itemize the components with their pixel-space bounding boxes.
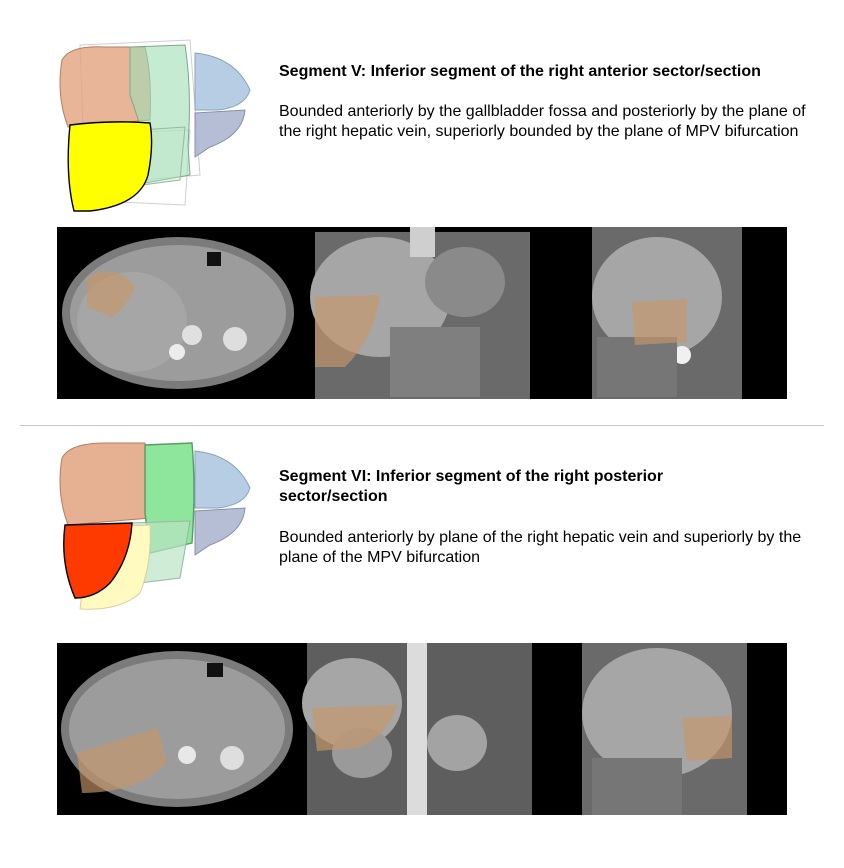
segment-vi-section: Segment VI: Inferior segment of the righ… (0, 430, 844, 868)
segment-v-description: Bounded anteriorly by the gallbladder fo… (279, 103, 806, 140)
segment-v-axial-ct (62, 237, 294, 389)
segment-v-ct-images (57, 227, 787, 399)
segment-vi-ct-images (57, 643, 787, 815)
segment-v-section: Segment V: Inferior segment of the right… (0, 0, 844, 420)
segment-7-shape (59, 442, 151, 526)
segment-vi-axial-ct (61, 651, 293, 807)
segment-v-liver-diagram (59, 39, 251, 212)
segment-vi-description: Bounded anteriorly by plane of the right… (279, 529, 802, 566)
segment-vi-coronal-overlay (312, 705, 397, 751)
segment-v-sagittal-overlay (632, 299, 687, 345)
segment-2-shape (194, 52, 251, 111)
segment-v-sagittal-ct (592, 227, 742, 399)
segment-vi-title: Segment VI: Inferior segment of the righ… (279, 468, 664, 505)
segment-3-shape (194, 507, 246, 556)
section-divider (20, 425, 824, 426)
segment-2-shape (194, 450, 251, 509)
segment-5-highlight (67, 121, 153, 212)
segment-vi-sagittal-ct (582, 643, 747, 815)
segment-v-coronal-overlay (315, 295, 380, 367)
segment-vi-coronal-ct (302, 643, 532, 815)
segment-v-axial-overlay (87, 271, 135, 317)
segment-vi-liver-diagram (59, 442, 251, 610)
segment-vi-axial-overlay (77, 728, 167, 793)
segment-6-highlight (63, 522, 133, 599)
segment-v-title: Segment V: Inferior segment of the right… (279, 63, 761, 80)
segment-3-shape (194, 109, 246, 158)
segment-vi-sagittal-overlay (682, 716, 732, 761)
segment-v-coronal-ct (310, 227, 530, 399)
